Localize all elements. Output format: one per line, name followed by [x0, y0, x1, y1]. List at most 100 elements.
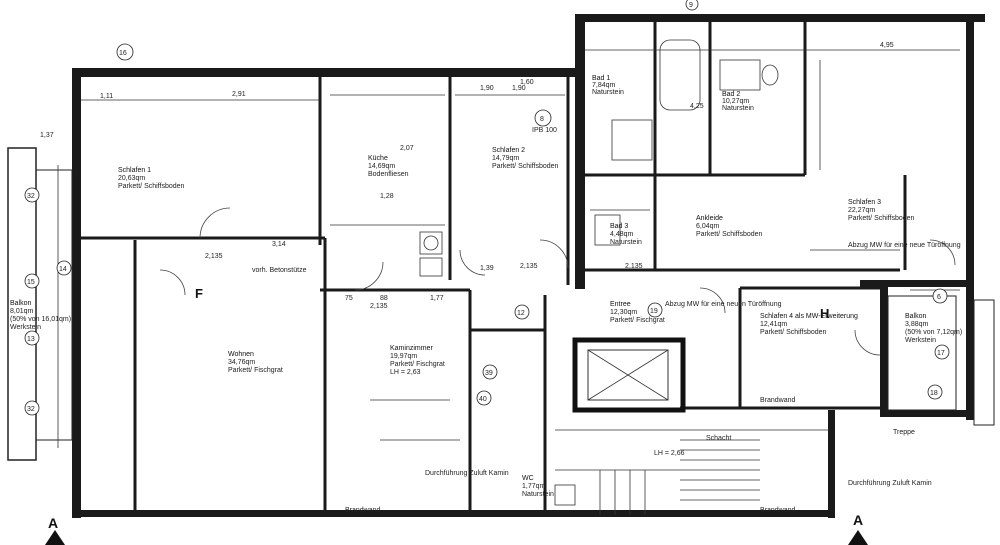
note-schacht: Schacht: [706, 435, 731, 442]
svg-text:Parkett/ Schiffsboden: Parkett/ Schiffsboden: [118, 183, 185, 190]
svg-text:Wohnen: Wohnen: [228, 351, 254, 358]
marker-40: 40: [479, 396, 487, 403]
note-brandwand-right: Brandwand: [760, 507, 796, 514]
axis-a-left-label: A: [48, 515, 58, 531]
svg-text:(50% von 16,01qm): (50% von 16,01qm): [10, 316, 71, 323]
svg-text:14,69qm: 14,69qm: [368, 163, 395, 170]
svg-text:Küche: Küche: [368, 155, 388, 162]
svg-text:Parkett/ Schiffsboden: Parkett/ Schiffsboden: [760, 329, 827, 336]
svg-text:(50% von 7,12qm): (50% von 7,12qm): [905, 329, 962, 336]
axis-h-label: H: [820, 306, 829, 321]
svg-text:6,04qm: 6,04qm: [696, 223, 720, 230]
note-vorh-beton: vorh. Betonstütze: [252, 267, 307, 274]
svg-text:Parkett/ Schiffsboden: Parkett/ Schiffsboden: [492, 163, 559, 170]
svg-text:Naturstein: Naturstein: [522, 491, 554, 498]
right-balcony: [887, 295, 995, 426]
svg-text:Schlafen 1: Schlafen 1: [118, 167, 151, 174]
note-lh: LH = 2,66: [654, 450, 685, 457]
room-kaminzimmer: Kaminzimmer 19,97qm Parkett/ Fischgrat L…: [390, 345, 445, 376]
room-balkon-right: Balkon 3,88qm (50% von 7,12qm) Werkstein: [905, 313, 962, 344]
dim-7: 1,90: [512, 85, 526, 92]
marker-12: 12: [517, 310, 525, 317]
axis-f-label: F: [195, 286, 203, 301]
note-kamin-right: Durchführung Zuluft Kamin: [848, 480, 932, 487]
room-wohnen: Wohnen 34,76qm Parkett/ Fischgrat: [228, 351, 283, 374]
marker-circles: [24, 0, 950, 416]
dim-6: 1,90: [480, 85, 494, 92]
axis-a-right-label: A: [853, 512, 863, 528]
room-schlafen-3: Schlafen 3 22,27qm Parkett/ Schiffsboden: [848, 199, 915, 222]
svg-text:22,27qm: 22,27qm: [848, 207, 875, 214]
svg-text:19,97qm: 19,97qm: [390, 353, 417, 360]
svg-text:Parkett/ Schiffsboden: Parkett/ Schiffsboden: [848, 215, 915, 222]
room-labels: Schlafen 1 20,63qm Parkett/ Schiffsboden…: [10, 75, 962, 498]
svg-text:3,88qm: 3,88qm: [905, 321, 929, 328]
dim-1: 2,91: [232, 91, 246, 98]
bath-fixtures: [419, 39, 779, 506]
svg-text:Balkon: Balkon: [905, 313, 927, 320]
svg-text:Balkon: Balkon: [10, 300, 32, 307]
note-ipb: IPB 100: [532, 127, 557, 134]
marker-32-upper: 32: [27, 193, 35, 200]
svg-text:Naturstein: Naturstein: [610, 239, 642, 246]
svg-text:34,76qm: 34,76qm: [228, 359, 255, 366]
svg-text:4,48qm: 4,48qm: [610, 231, 634, 238]
svg-text:Parkett/ Fischgrat: Parkett/ Fischgrat: [610, 317, 665, 324]
svg-text:Naturstein: Naturstein: [722, 105, 754, 112]
dim-12: 2,135: [370, 303, 388, 310]
marker-19: 19: [650, 308, 658, 315]
marker-circle-labels: 16 8 6 9 12 19 14 15 13 32 32 39 40 18 1…: [27, 2, 945, 413]
svg-text:Bad 2: Bad 2: [722, 91, 740, 98]
svg-text:Werkstein: Werkstein: [10, 324, 41, 331]
dim-17: 1,77: [430, 295, 444, 302]
dim-14: 1,39: [480, 265, 494, 272]
marker-9: 9: [689, 2, 693, 9]
axis-markers: A A F H: [45, 286, 868, 545]
svg-text:10,27qm: 10,27qm: [722, 98, 749, 105]
note-abzug-schlafen3: Abzug MW für eine neue Türöffnung: [848, 242, 961, 249]
room-balkon-left: Balkon 8,01qm (50% von 16,01qm) Werkstei…: [10, 300, 71, 331]
svg-text:Parkett/ Schiffsboden: Parkett/ Schiffsboden: [696, 231, 763, 238]
room-schlafen-1: Schlafen 1 20,63qm Parkett/ Schiffsboden: [118, 167, 185, 190]
dim-19: 1,28: [380, 193, 394, 200]
room-entree: Entree 12,30qm Parkett/ Fischgrat: [610, 301, 665, 324]
staircase: [599, 439, 760, 515]
svg-text:1,77qm: 1,77qm: [522, 483, 546, 490]
dim-10: 2,135: [520, 263, 538, 270]
svg-text:Bad 3: Bad 3: [610, 223, 628, 230]
dim-16: 88: [380, 295, 388, 302]
svg-text:12,30qm: 12,30qm: [610, 309, 637, 316]
svg-text:8,01qm: 8,01qm: [10, 308, 34, 315]
room-wc: WC 1,77qm Naturstein: [522, 475, 554, 498]
marker-39: 39: [485, 370, 493, 377]
svg-text:Ankleide: Ankleide: [696, 215, 723, 222]
room-bad-3: Bad 3 4,48qm Naturstein: [610, 223, 642, 246]
note-abzug-entree: Abzug MW für eine neuen Türöffnung: [665, 301, 782, 308]
dim-18: 2,135: [625, 263, 643, 270]
marker-32-lower: 32: [27, 406, 35, 413]
marker-17: 17: [937, 350, 945, 357]
room-ankleide: Ankleide 6,04qm Parkett/ Schiffsboden: [696, 215, 763, 238]
note-treppe: Treppe: [893, 429, 915, 436]
svg-text:Parkett/ Fischgrat: Parkett/ Fischgrat: [390, 361, 445, 368]
plan-notes: Brandwand Brandwand Brandwand Durchführu…: [252, 127, 961, 514]
svg-text:Entree: Entree: [610, 301, 631, 308]
thin-lines: [81, 49, 960, 471]
svg-text:Naturstein: Naturstein: [592, 89, 624, 96]
marker-6: 6: [937, 294, 941, 301]
dim-4: 2,07: [400, 145, 414, 152]
dim-11: 3,14: [272, 241, 286, 248]
svg-text:Kaminzimmer: Kaminzimmer: [390, 345, 433, 352]
svg-text:Bodenfliesen: Bodenfliesen: [368, 171, 409, 178]
svg-text:Schlafen 4 als MW-Erweiterung: Schlafen 4 als MW-Erweiterung: [760, 313, 858, 320]
room-bad-2: Bad 2 10,27qm Naturstein: [722, 91, 754, 112]
note-brandwand-left: Brandwand: [345, 507, 381, 514]
dim-15: 75: [345, 295, 353, 302]
svg-text:Schlafen 2: Schlafen 2: [492, 147, 525, 154]
svg-text:14,79qm: 14,79qm: [492, 155, 519, 162]
marker-14: 14: [59, 266, 67, 273]
door-swings: [159, 207, 956, 356]
room-schlafen-4: Schlafen 4 als MW-Erweiterung 12,41qm Pa…: [760, 313, 858, 336]
elevator-shaft: [572, 337, 686, 413]
